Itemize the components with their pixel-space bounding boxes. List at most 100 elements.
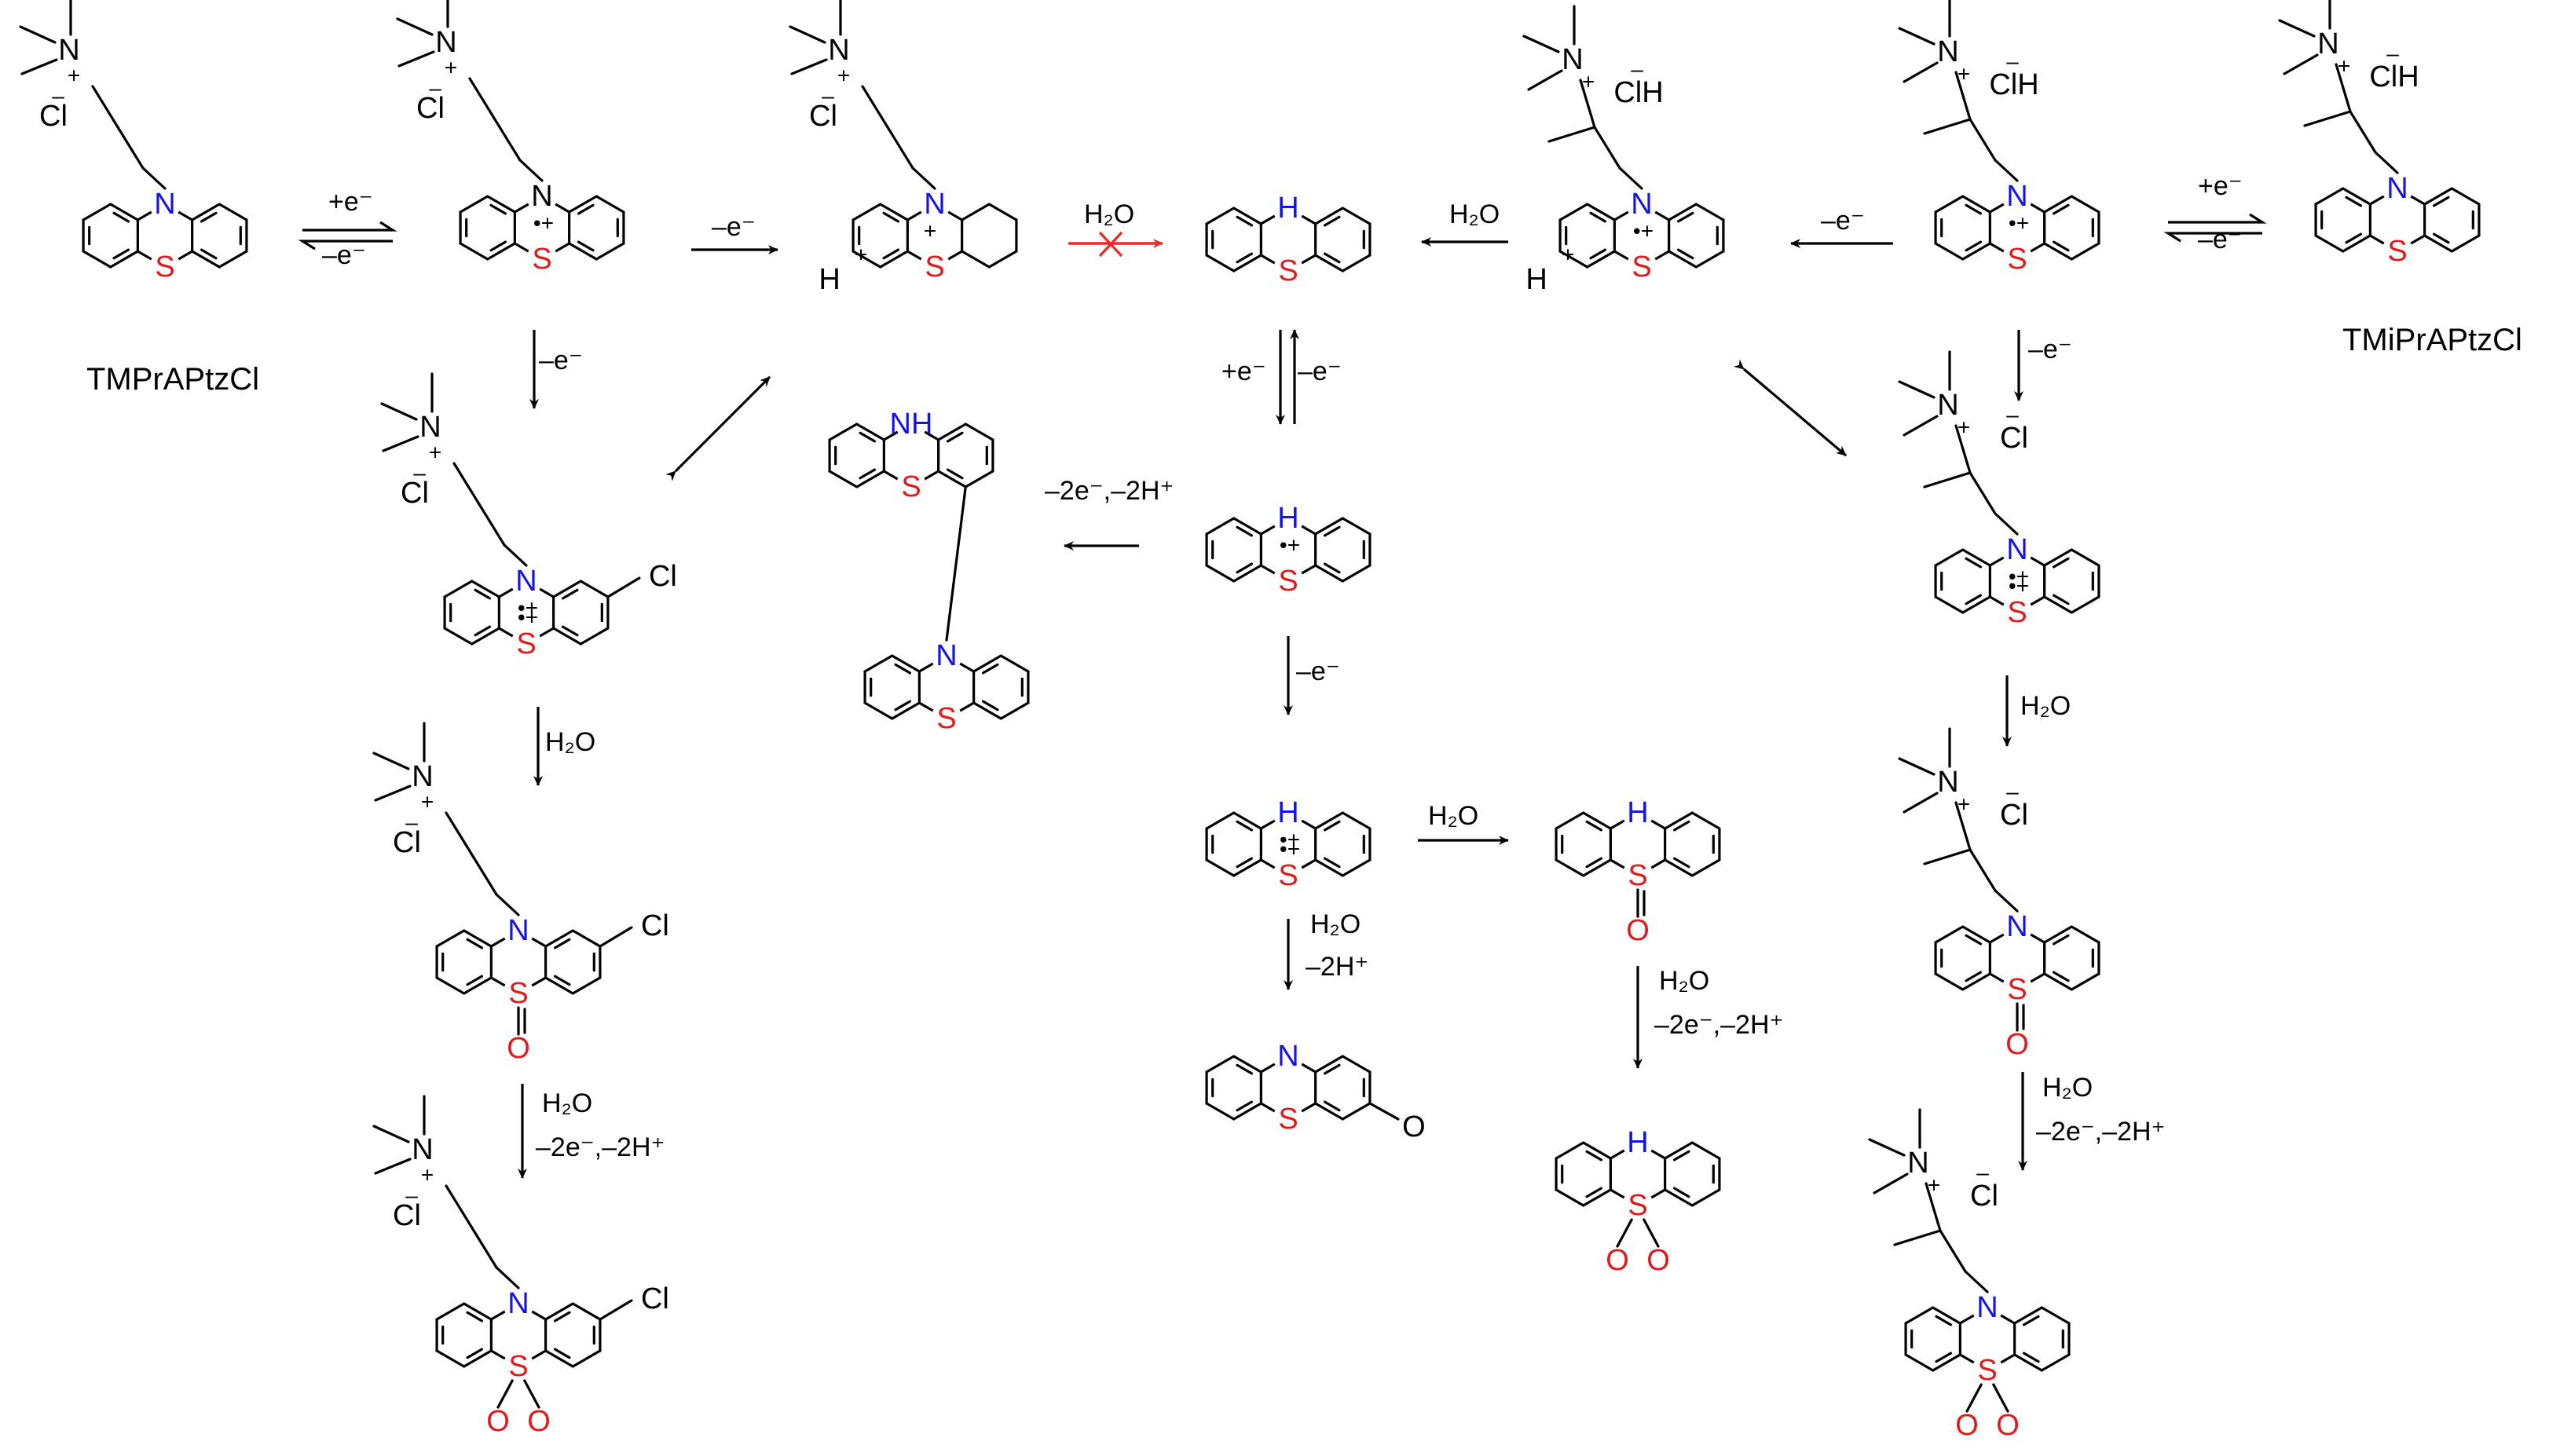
ring-double-bond (553, 938, 571, 949)
counter-ion: Cl (416, 92, 445, 125)
atom-label-background (1273, 503, 1304, 534)
left-ring (851, 203, 909, 269)
right-ring (568, 195, 625, 261)
right-ring (2423, 187, 2481, 253)
ring-bond (851, 203, 882, 221)
ring-bond (552, 580, 582, 598)
left-ring (1934, 925, 1991, 991)
methyl-bond (397, 50, 435, 68)
left-ring (1934, 195, 1991, 261)
atom-label-background (1622, 860, 1654, 891)
sulfur-atom: S (925, 251, 944, 284)
ring-double-bond (489, 240, 507, 252)
charge-minus: – (413, 461, 426, 485)
ring-bond (1232, 254, 1262, 273)
atom-label-background (2001, 911, 2033, 942)
ring-double-bond (981, 663, 999, 675)
chain-bond (470, 1225, 498, 1269)
radical-cation-mark: •+ (1280, 828, 1300, 852)
ring-bond (552, 627, 582, 646)
ring-bond (1904, 1306, 1935, 1325)
cond-h2o-left-1: H₂O (545, 727, 595, 757)
chain-bond (1579, 79, 1596, 129)
counter-ion: ClH (1613, 76, 1663, 109)
ring-bond (1314, 254, 1344, 273)
ring-double-bond (1589, 211, 1607, 223)
nh-hydrogen: H (1277, 192, 1298, 225)
atom-label-background (1932, 36, 1964, 68)
ring-bond (1314, 207, 1344, 225)
ring-double-bond (1236, 857, 1254, 869)
methyl-bond (1522, 35, 1560, 53)
chain-bond (452, 462, 481, 506)
sulfur-atom: S (1278, 565, 1298, 598)
ammonium-nitrogen: N (828, 34, 849, 67)
methyl-bond (1893, 1229, 1942, 1246)
ring-double-bond (2052, 971, 2070, 982)
ring-bond (579, 580, 610, 598)
ring-bond (218, 203, 248, 221)
oxygen-atom: O (486, 1405, 510, 1438)
ring-bond (2040, 1353, 2071, 1372)
ring-bond (1694, 250, 1725, 269)
charge-plus: + (429, 441, 441, 465)
ring-double-bond (1323, 1100, 1341, 1112)
nitrogen-atom: N (2006, 910, 2027, 943)
charge-plus: + (1958, 62, 1970, 86)
ring-double-bond (1589, 248, 1607, 260)
ring-bond (544, 1302, 574, 1321)
left-ring (1555, 811, 1612, 877)
left-ring (443, 580, 500, 646)
ring-bond (459, 195, 489, 214)
cond-minus-2h: –2H⁺ (1306, 952, 1368, 982)
methyl-bond (1923, 118, 1972, 135)
ring-bond (2342, 187, 2371, 206)
right-ring (2013, 1306, 2071, 1372)
nh-hydrogen: H (1627, 796, 1648, 829)
methyl-bond (790, 58, 828, 75)
atom-label-background (53, 35, 85, 66)
ring-bond (1694, 203, 1725, 221)
radical-cation-mark: •+ (2009, 574, 2029, 598)
counter-ion: Cl (2000, 422, 2028, 455)
oxygen-atom: O (1606, 1244, 1629, 1277)
ring-bond (1205, 811, 1236, 830)
ring-bond (1904, 1353, 1935, 1372)
ring-bond (544, 976, 574, 995)
atom-label-background (1273, 255, 1304, 287)
atom-label-background (1273, 565, 1304, 597)
ammonium-nitrogen: N (1937, 35, 1958, 68)
ring-bond (1341, 858, 1372, 877)
ring-double-bond (1323, 1063, 1341, 1075)
atom-label-background (1273, 192, 1304, 224)
sulfur-oxygen-bond (523, 1379, 540, 1409)
cond-minus-e-ptz: –e⁻ (1298, 357, 1342, 386)
ring-double-bond (1676, 248, 1694, 260)
charge-minus: – (822, 84, 834, 108)
left-ring (1205, 207, 1262, 273)
ring-bond (855, 423, 885, 441)
ring-double-bond (1676, 211, 1694, 223)
ring-bond (1934, 595, 1965, 614)
ring-bond (937, 470, 967, 488)
methyl-bond (1898, 380, 1936, 399)
caption-tmipraptzcl: TMiPrAPtzCl (2342, 323, 2522, 357)
ring-bond (2070, 548, 2100, 567)
chlorine-atom: Cl (649, 560, 677, 593)
cond-minus-e-right: –e⁻ (1821, 206, 1865, 236)
ring-bond (435, 1302, 466, 1321)
right-ring (1314, 1055, 1372, 1121)
cond-h2o-ptzo: H₂O (1659, 966, 1709, 996)
cond-h2o-ptz-ox: H₂O (1428, 801, 1478, 831)
sulfur-oxygen-bond (1643, 1218, 1660, 1248)
chain-bond (478, 503, 506, 547)
methyl-bond (1923, 848, 1972, 865)
chain-bond (468, 77, 496, 121)
ring-bond (1934, 195, 1965, 214)
atom-label-background (430, 27, 462, 58)
cond-plus-e-ptz: +e⁻ (1221, 357, 1266, 386)
radical-cation-mark: •+ (1280, 533, 1300, 558)
ring-bond (191, 250, 221, 269)
ring-double-bond (553, 975, 571, 986)
ring-bond (571, 976, 602, 995)
